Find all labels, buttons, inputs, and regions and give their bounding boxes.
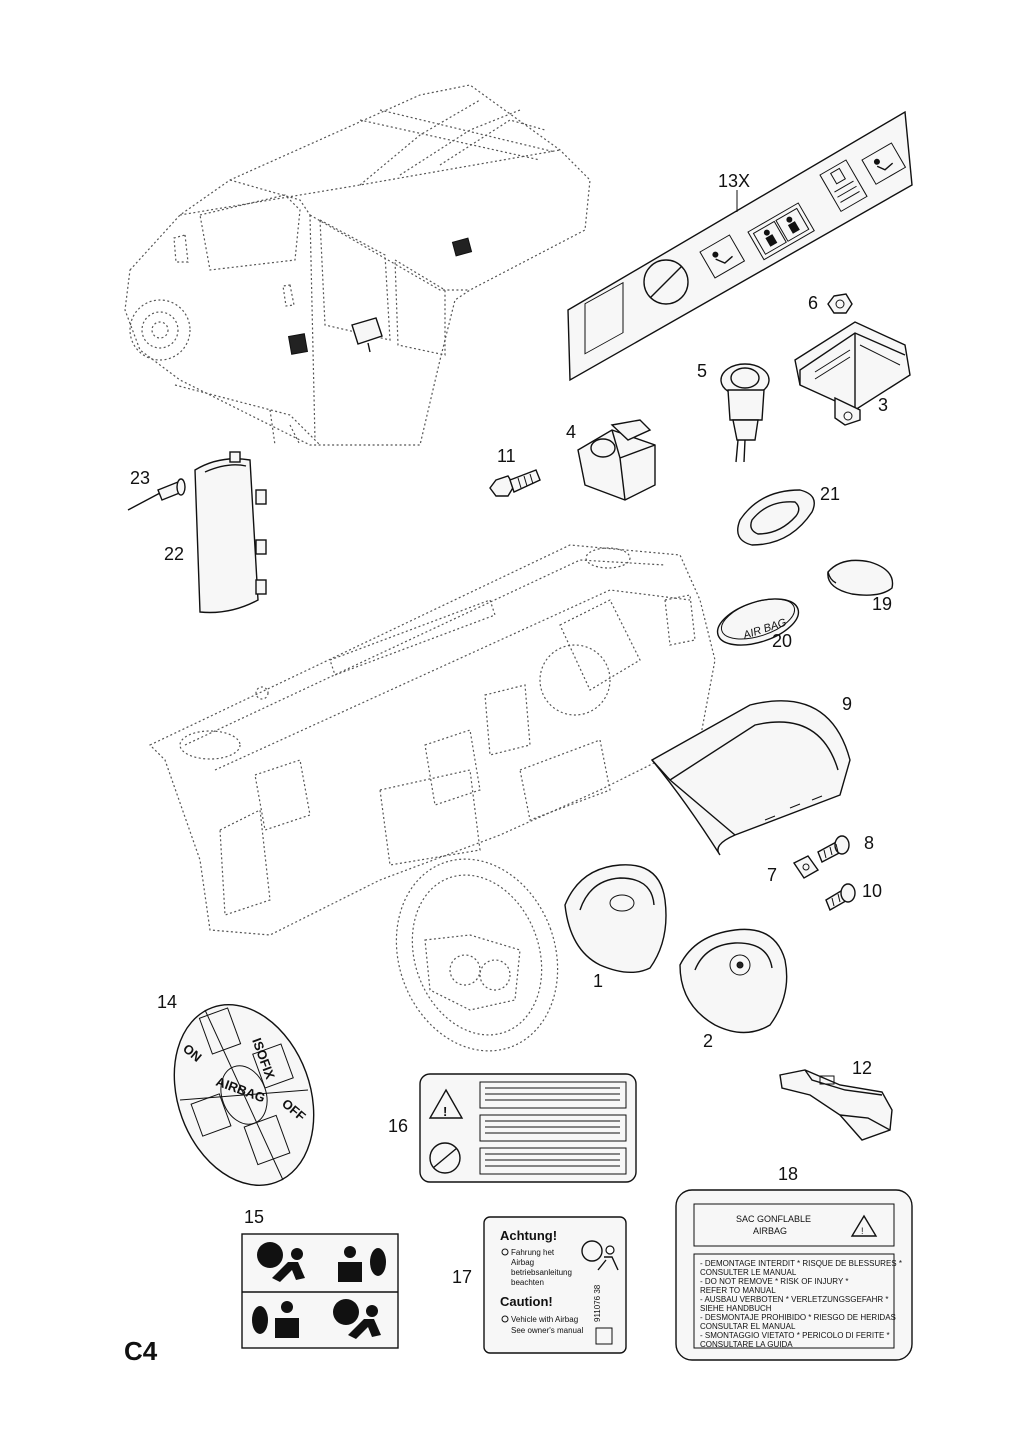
part-22-side-airbag: 22 (164, 451, 267, 614)
part-1-driver-airbag: 1 (564, 864, 667, 991)
callout-10: 10 (862, 881, 882, 901)
label-17-code: 911076 38 (593, 1284, 602, 1322)
page-code: C4 (124, 1336, 158, 1366)
steering-wheel-outline (395, 858, 559, 1052)
part-15-pictogram-label: 15 (241, 1207, 399, 1349)
callout-15: 15 (244, 1207, 264, 1227)
label-17-en-line2: See owner's manual (511, 1326, 583, 1335)
callout-6: 6 (808, 293, 818, 313)
pictogram-airbag-1 (257, 1242, 305, 1282)
part-19-cover-cap: 19 (827, 559, 894, 614)
svg-text:!: ! (443, 1104, 447, 1119)
callout-21: 21 (820, 484, 840, 504)
label-18-line: CONSULTAR EL MANUAL (700, 1322, 796, 1331)
part-16-warning-label: ! 16 (388, 1073, 637, 1183)
callout-2: 2 (703, 1031, 713, 1051)
label-18-title-1: SAC GONFLABLE (736, 1214, 811, 1224)
part-17-caution-label: Achtung! Fahrung het Airbag betriebsanle… (452, 1216, 627, 1354)
label-18-line: SIEHE HANDBUCH (700, 1304, 772, 1313)
callout-19: 19 (872, 594, 892, 614)
label-17-achtung: Achtung! (500, 1228, 557, 1243)
part-21-trim-ring: 21 (737, 484, 840, 546)
label-18-line: CONSULTER LE MANUAL (700, 1268, 797, 1277)
callout-13x: 13X (718, 171, 750, 191)
callout-11: 11 (497, 446, 516, 466)
part-14-round-label: ISOFIX ON AIRBAG OFF 14 (157, 992, 315, 1186)
part-11-bolt: 11 (489, 446, 541, 497)
label-16-text-rows (479, 1081, 627, 1175)
callout-7: 7 (767, 865, 777, 885)
label-17-airbag-pictogram (581, 1240, 619, 1271)
part-3-airbag-control-unit: 3 (794, 321, 911, 426)
part-18-multilingual-label: SAC GONFLABLE AIRBAG ! - DEMONTAGE INTER… (675, 1164, 913, 1361)
label-17-de-line2: Airbag (511, 1258, 534, 1267)
label-18-title-2: AIRBAG (753, 1226, 787, 1236)
callout-3: 3 (878, 395, 888, 415)
label-strip-13x: 13X (567, 110, 913, 382)
part-12-connector: 12 (779, 1058, 893, 1141)
dashboard-outline (148, 544, 716, 936)
part-8-bolt: 8 (817, 833, 874, 863)
callout-22: 22 (164, 544, 184, 564)
label-17-de-line3: betriebsanleitung (511, 1268, 572, 1277)
callout-5: 5 (697, 361, 707, 381)
pictogram-airbag-2 (333, 1299, 381, 1339)
part-9-passenger-airbag: 9 (650, 694, 852, 856)
part-20-airbag-badge: AIR BAG 20 (716, 598, 800, 651)
callout-18: 18 (778, 1164, 798, 1184)
callout-14: 14 (157, 992, 177, 1012)
label-18-lines: - DEMONTAGE INTERDIT * RISQUE DE BLESSUR… (700, 1259, 902, 1349)
label-18-line: - DEMONTAGE INTERDIT * RISQUE DE BLESSUR… (700, 1259, 902, 1268)
label-17-caution: Caution! (500, 1294, 553, 1309)
callout-4: 4 (566, 422, 576, 442)
callout-17: 17 (452, 1267, 472, 1287)
callout-23: 23 (130, 468, 150, 488)
part-2-driver-airbag: 2 (679, 928, 788, 1051)
part-6-nut: 6 (808, 293, 853, 314)
label-17-en-line1: Vehicle with Airbag (511, 1315, 578, 1324)
callout-12: 12 (852, 1058, 872, 1078)
callout-16: 16 (388, 1116, 408, 1136)
part-5-airbag-switch: 5 (697, 361, 770, 463)
label-18-line: - AUSBAU VERBOTEN * VERLETZUNGSGEFAHR * (700, 1295, 888, 1304)
label-17-de-line4: beachten (511, 1278, 544, 1287)
pictogram-seat-2 (252, 1301, 299, 1338)
callout-1: 1 (593, 971, 603, 991)
label-18-line: - SMONTAGGIO VIETATO * PERICOLO DI FERIT… (700, 1331, 890, 1340)
callout-20: 20 (772, 631, 792, 651)
part-10-bolt: 10 (825, 881, 882, 912)
part-7-clip-nut: 7 (767, 855, 820, 885)
van-outline (124, 84, 591, 446)
pictogram-seat-1 (338, 1246, 386, 1282)
label-17-de-line1: Fahrung het (511, 1248, 555, 1257)
callout-9: 9 (842, 694, 852, 714)
label-18-line: - DO NOT REMOVE * RISK OF INJURY * (700, 1277, 848, 1286)
part-4-impact-sensor: 4 (566, 419, 656, 501)
label-18-line: - DESMONTAJE PROHIBIDO * RIESGO DE HERID… (700, 1313, 896, 1322)
label-18-line: CONSULTARE LA GUIDA (700, 1340, 793, 1349)
svg-text:!: ! (861, 1226, 864, 1236)
callout-8: 8 (864, 833, 874, 853)
part-23-rivet: 23 (127, 468, 186, 511)
label-18-line: REFER TO MANUAL (700, 1286, 776, 1295)
